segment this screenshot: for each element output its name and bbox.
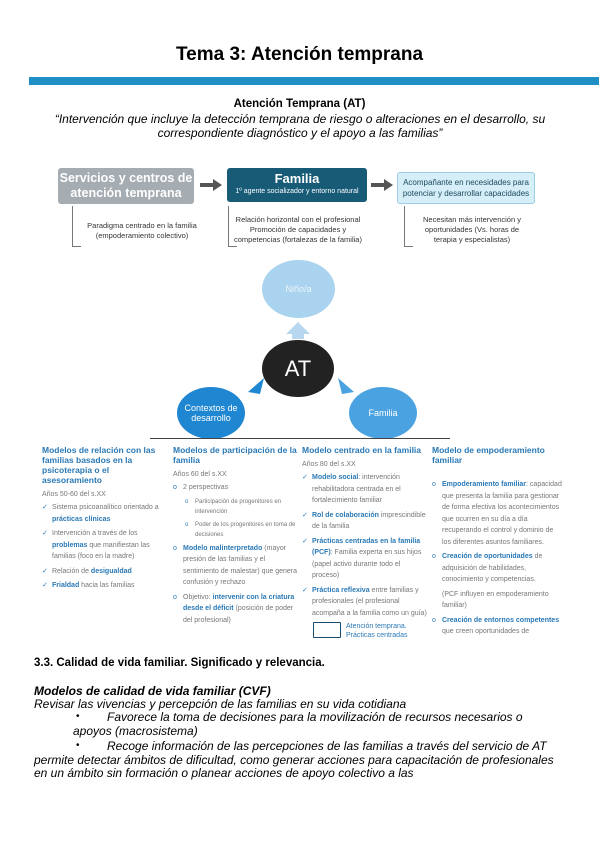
check-icon: ✓ — [42, 504, 48, 511]
bullet-icon: • — [76, 711, 80, 722]
diagonal-arrows-icon — [248, 378, 354, 394]
list-item: ✓Intervención a través de los problemas … — [42, 530, 150, 560]
column-heading: Modelo centrado en la familia — [302, 445, 422, 455]
check-icon: ✓ — [302, 586, 308, 594]
contextos-circle: Contextos de desarrollo — [177, 387, 245, 439]
page-title: Tema 3: Atención temprana — [175, 44, 424, 65]
list-item: ✓Relación de desigualdad — [42, 566, 170, 578]
column-participacion: Modelos de participación de la familia A… — [173, 445, 299, 640]
nino-circle: Niño/a — [262, 260, 335, 318]
bullet-1: Favorece la toma de decisiones para la m… — [73, 710, 523, 738]
arrow-head-icon — [384, 179, 393, 191]
column-list: ✓Sistema psicoanalítico orientado a prác… — [42, 502, 170, 592]
column-psicoterapia: Modelos de relación con las familias bas… — [42, 445, 170, 640]
bullet-icon: • — [76, 740, 80, 751]
cvf-subtitle: Revisar las vivencias y percepción de la… — [34, 697, 407, 711]
diagram-baseline — [150, 438, 450, 439]
accompany-box: Acompañante en necesidades para potencia… — [397, 172, 535, 204]
column-era: Años 50-60 del s.XX — [42, 491, 106, 498]
clapperboard-icon — [313, 622, 341, 638]
video-banner: Atención temprana. Prácticas centradas — [313, 620, 428, 642]
circle-bullet-icon: o — [432, 553, 436, 560]
at-definition: “Intervención que incluye la detección t… — [54, 112, 546, 140]
column-list: ✓Modelo social: intervención rehabilitad… — [302, 472, 428, 619]
family-box: Familia 1º agente socializador y entorno… — [227, 168, 367, 202]
circle-bullet-icon: o — [432, 616, 436, 624]
arrow-right-icon — [200, 183, 214, 187]
right-arrow-icon — [338, 378, 354, 394]
column-heading: Modelo de empoderamiento familiar — [432, 445, 545, 465]
arrow-head-icon — [213, 179, 222, 191]
column-heading: Modelos de participación de la familia — [173, 445, 297, 465]
at-heading: Atención Temprana (AT) — [233, 98, 366, 110]
column-era: Años 60 del s.XX — [173, 471, 227, 478]
check-icon: ✓ — [302, 537, 308, 545]
bracket — [404, 206, 413, 247]
list-item: (PCF influyen en empoderamiento familiar… — [442, 590, 549, 610]
section-heading: 3.3. Calidad de vida familiar. Significa… — [34, 657, 325, 669]
circle-bullet-icon: o — [432, 481, 436, 488]
column-era: Años 80 del s.XX — [302, 461, 356, 468]
check-icon: ✓ — [42, 582, 48, 589]
accompany-sub: Necesitan más intervención y oportunidad… — [423, 215, 521, 244]
arrow-right-icon — [371, 183, 385, 187]
services-sub: Paradigma centrado en la familia (empode… — [87, 221, 197, 240]
list-item: ✓Frialdad hacia las familias — [42, 580, 170, 592]
up-arrow-head-icon — [286, 322, 310, 334]
check-icon: ✓ — [302, 474, 308, 481]
circle-bullet-icon: o — [173, 484, 177, 491]
family-title: Familia — [274, 171, 320, 186]
left-arrow-icon — [248, 378, 264, 394]
at-circle: AT — [262, 340, 334, 397]
circle-bullet-icon: o — [185, 521, 189, 528]
title-divider-bar — [29, 77, 599, 85]
check-icon: ✓ — [42, 530, 48, 537]
up-arrow-icon — [292, 333, 304, 339]
cvf-heading: Modelos de calidad de vida familiar (CVF… — [34, 684, 271, 698]
family-subtitle: 1º agente socializador y entorno natural — [235, 188, 359, 195]
column-centrado-familia: Modelo centrado en la familia Años 80 de… — [302, 445, 428, 640]
bracket — [228, 206, 237, 247]
circle-bullet-icon: o — [185, 498, 189, 505]
list-item: ✓Prácticas centradas en la familia (PCF)… — [302, 537, 422, 580]
check-icon: ✓ — [302, 511, 308, 519]
bracket — [72, 206, 81, 247]
list-item: ✓Sistema psicoanalítico orientado a prác… — [42, 504, 159, 523]
bullet-2: Recoge información de las percepciones d… — [34, 739, 554, 780]
check-icon: ✓ — [42, 567, 48, 575]
familia-circle: Familia — [349, 387, 417, 439]
column-heading: Modelos de relación con las familias bas… — [42, 445, 156, 485]
banner-text: Atención temprana. Prácticas centradas — [346, 623, 408, 639]
circle-bullet-icon: o — [173, 593, 177, 601]
family-sub: Relación horizontal con el profesional P… — [234, 215, 362, 244]
services-box: Servicios y centros de atención temprana — [58, 168, 194, 204]
circle-bullet-icon: o — [173, 544, 177, 552]
list-item: ✓Modelo social: intervención rehabilitad… — [302, 474, 401, 504]
list-item: ✓Rol de colaboración imprescindible de l… — [302, 511, 426, 531]
list-item: ✓Práctica reflexiva entre familias y pro… — [302, 586, 427, 617]
